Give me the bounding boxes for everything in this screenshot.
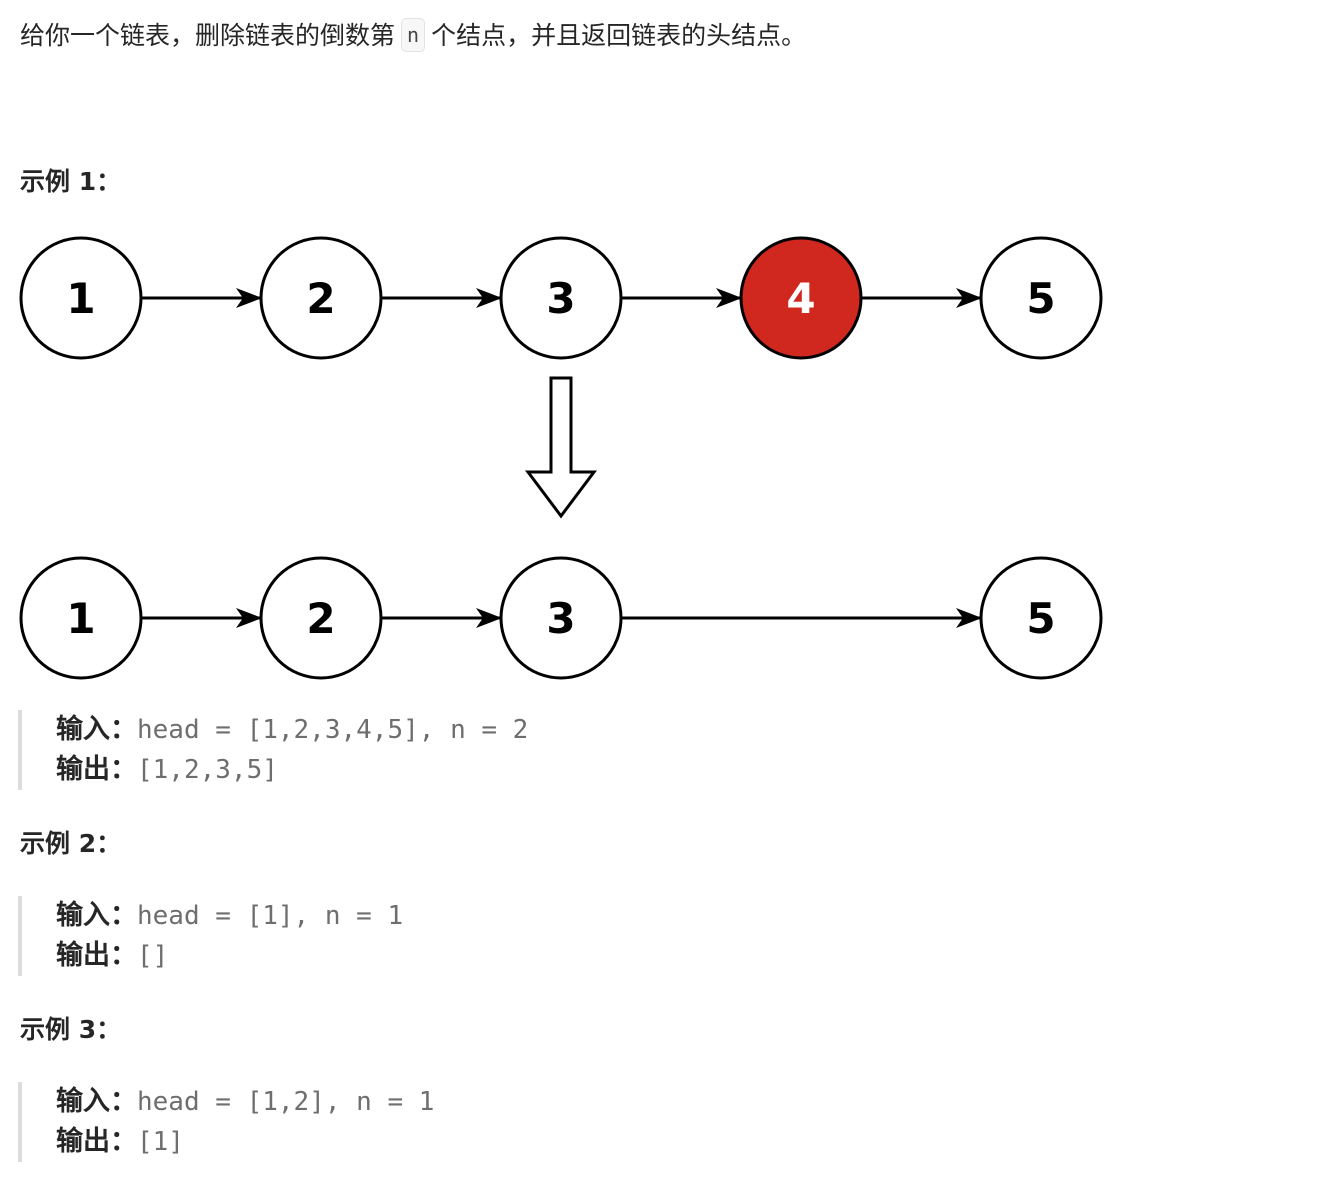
input-label: 输入： (56, 1086, 137, 1117)
list-node: 2 (259, 556, 383, 680)
example-input-line: 输入：head = [1,2,3,4,5], n = 2 (56, 710, 528, 750)
node-label: 3 (546, 594, 575, 643)
input-label: 输入： (56, 714, 137, 745)
input-value: head = [1,2], n = 1 (137, 1087, 435, 1117)
intro-text-before: 给你一个链表，删除链表的倒数第 (20, 21, 396, 50)
example-output-line: 输出：[] (56, 936, 403, 976)
list-node: 1 (19, 556, 143, 680)
list-node: 1 (19, 236, 143, 360)
example-output-line: 输出：[1,2,3,5] (56, 750, 528, 790)
list-node: 5 (979, 556, 1103, 680)
list-node: 5 (979, 236, 1103, 360)
example-2-heading: 示例 2： (20, 829, 122, 858)
example-1-heading: 示例 1： (20, 167, 122, 196)
example-2-block: 输入：head = [1], n = 1 输出：[] (18, 896, 403, 976)
removed-list-node: 4 (739, 236, 863, 360)
output-value: [1,2,3,5] (137, 755, 278, 785)
output-value: [1] (137, 1127, 184, 1157)
input-label: 输入： (56, 900, 137, 931)
node-label: 2 (306, 274, 335, 323)
list-node: 3 (499, 556, 623, 680)
down-arrow-icon (525, 376, 597, 519)
example-input-line: 输入：head = [1,2], n = 1 (56, 1082, 434, 1122)
node-label: 1 (66, 594, 95, 643)
inline-code-n: n (401, 18, 426, 52)
example-1-block: 输入：head = [1,2,3,4,5], n = 2 输出：[1,2,3,5… (18, 710, 528, 790)
output-label: 输出： (56, 940, 137, 971)
linked-list-diagram: 1 2 3 4 5 1 2 3 5 (19, 236, 1103, 680)
example-output-line: 输出：[1] (56, 1122, 434, 1162)
example-3-block: 输入：head = [1,2], n = 1 输出：[1] (18, 1082, 434, 1162)
node-label: 3 (546, 274, 575, 323)
list-node: 3 (499, 236, 623, 360)
input-value: head = [1,2,3,4,5], n = 2 (137, 715, 529, 745)
output-value: [] (137, 941, 169, 971)
removed-node-label: 4 (786, 274, 815, 323)
node-label: 2 (306, 594, 335, 643)
node-label: 1 (66, 274, 95, 323)
output-label: 输出： (56, 754, 137, 785)
input-value: head = [1], n = 1 (137, 901, 404, 931)
node-label: 5 (1026, 274, 1055, 323)
intro-text-after: 个结点，并且返回链表的头结点。 (431, 21, 807, 50)
example-3-heading: 示例 3： (20, 1015, 122, 1044)
node-label: 5 (1026, 594, 1055, 643)
list-node: 2 (259, 236, 383, 360)
output-label: 输出： (56, 1126, 137, 1157)
example-input-line: 输入：head = [1], n = 1 (56, 896, 403, 936)
